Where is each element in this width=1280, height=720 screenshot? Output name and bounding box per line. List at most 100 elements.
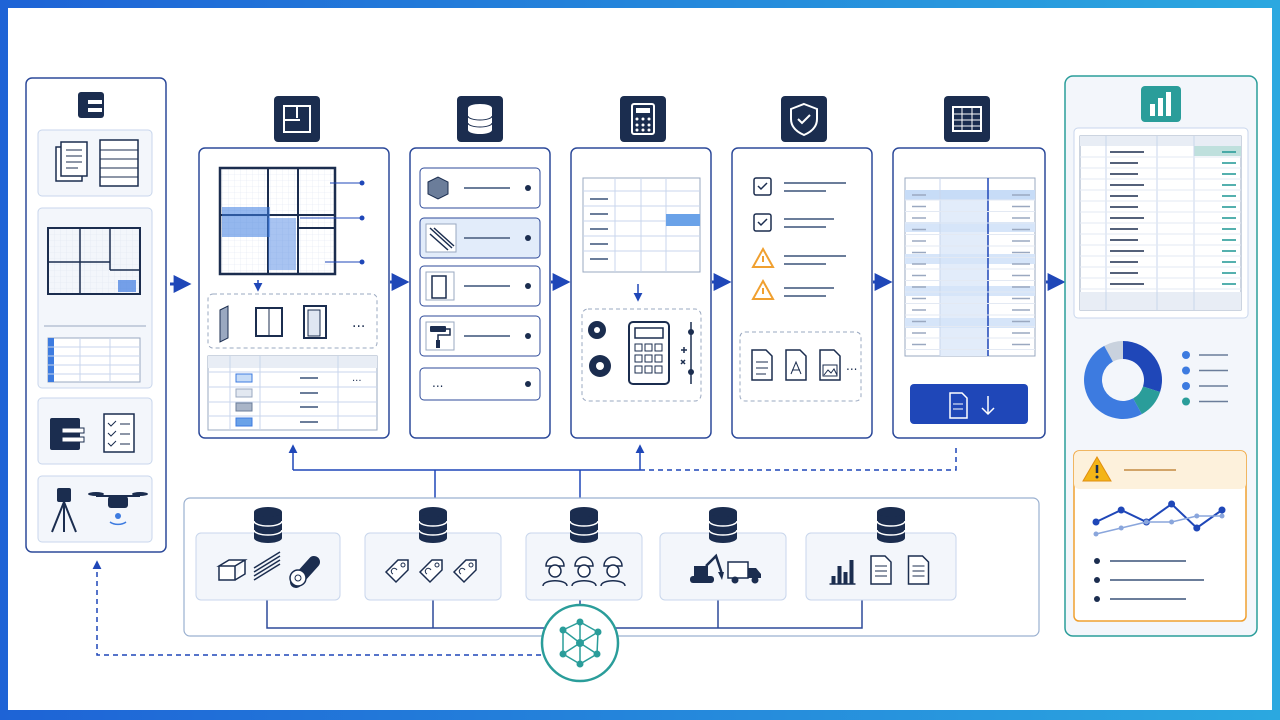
donut-segment bbox=[1133, 386, 1161, 415]
database-icon bbox=[253, 507, 283, 543]
worker-icon bbox=[600, 556, 626, 587]
trend-point bbox=[1093, 531, 1099, 537]
file-cabinet-icon bbox=[78, 92, 104, 118]
stage-validate: ... bbox=[731, 96, 873, 439]
trend-point bbox=[1143, 519, 1149, 525]
trend-series-line bbox=[1095, 515, 1222, 535]
stage-calculate bbox=[570, 96, 712, 439]
donut-segment bbox=[1084, 345, 1142, 419]
document-icon bbox=[751, 349, 773, 381]
door-icon bbox=[425, 271, 455, 301]
paint-roller-icon bbox=[425, 321, 455, 351]
trend-line-chart bbox=[1092, 500, 1226, 537]
cabinet-icon bbox=[50, 418, 85, 450]
resource-card-materials bbox=[195, 507, 341, 601]
schedule-table-icon bbox=[47, 337, 141, 383]
doc-more: ... bbox=[846, 359, 857, 373]
truck-icon bbox=[727, 561, 761, 584]
output-panel bbox=[1064, 75, 1258, 637]
pdf-document-icon bbox=[785, 349, 807, 381]
table-more: ... bbox=[352, 373, 362, 384]
trend-point bbox=[1219, 513, 1225, 519]
input-panel bbox=[25, 77, 167, 553]
database-icon bbox=[418, 507, 448, 543]
database-icon bbox=[708, 507, 738, 543]
trend-point bbox=[1168, 500, 1176, 508]
pipe-roll-icon bbox=[289, 556, 320, 588]
worker-icon bbox=[571, 556, 597, 587]
network-hub-icon[interactable] bbox=[540, 603, 620, 683]
trend-point bbox=[1193, 524, 1201, 532]
checkbox-checked-icon bbox=[753, 213, 772, 232]
database-icon bbox=[457, 96, 503, 142]
trend-series-line bbox=[1095, 502, 1223, 530]
document-download-icon[interactable] bbox=[949, 392, 995, 419]
resource-pool bbox=[183, 497, 1040, 683]
legend-marker bbox=[1182, 397, 1190, 406]
stage-plan: ... ... bbox=[198, 96, 390, 439]
cost-donut-chart bbox=[1084, 341, 1162, 419]
donut-legend bbox=[1182, 351, 1228, 406]
wall-element-icon bbox=[219, 305, 229, 343]
document-icon bbox=[907, 555, 930, 585]
annotated-floor-plan bbox=[218, 166, 365, 292]
cost-summary-table bbox=[1079, 135, 1242, 311]
calculator-icon bbox=[620, 96, 666, 142]
list-more: ... bbox=[432, 376, 443, 390]
document-icon bbox=[870, 555, 892, 585]
bar-chart-icon bbox=[1141, 86, 1181, 122]
donut-segment bbox=[1104, 341, 1123, 362]
checklist-icon bbox=[103, 413, 135, 453]
trend-point bbox=[1092, 518, 1100, 526]
trend-point bbox=[1118, 525, 1124, 531]
math-operators-icon bbox=[680, 322, 694, 384]
resource-card-equipment bbox=[659, 507, 787, 601]
excavator-icon bbox=[690, 553, 724, 583]
shield-check-icon bbox=[781, 96, 827, 142]
flow-arrows bbox=[170, 273, 1066, 293]
drone-icon bbox=[88, 492, 148, 526]
price-tag-icon bbox=[418, 559, 443, 584]
detected-items-more: ... bbox=[352, 315, 365, 331]
feedback-connectors bbox=[92, 444, 957, 656]
brick-icon bbox=[216, 559, 248, 581]
worker-icon bbox=[542, 556, 568, 587]
database-icon bbox=[876, 507, 906, 543]
trend-point bbox=[1169, 519, 1175, 525]
stage-database: ... bbox=[409, 96, 551, 439]
floor-plan-icon bbox=[274, 96, 320, 142]
price-tag-icon bbox=[452, 559, 477, 584]
trend-point bbox=[1218, 506, 1226, 514]
survey-tripod-icon bbox=[51, 488, 77, 533]
bill-of-quantities-table bbox=[904, 177, 1036, 357]
warning-icon bbox=[751, 278, 775, 300]
gears-icon bbox=[588, 321, 611, 377]
documents-icon bbox=[55, 141, 88, 182]
resource-card-tags bbox=[364, 507, 502, 601]
warning-icon bbox=[751, 246, 775, 268]
legend-marker bbox=[1182, 351, 1190, 359]
quantity-table bbox=[582, 177, 701, 273]
database-icon bbox=[569, 507, 599, 543]
element-table: ... bbox=[207, 355, 378, 431]
price-tag-icon bbox=[384, 559, 409, 584]
resource-card-reports bbox=[805, 507, 957, 601]
resource-card-labor bbox=[525, 507, 643, 601]
door-icon bbox=[303, 305, 327, 339]
rebar-icon bbox=[253, 551, 281, 581]
calculator-icon bbox=[628, 321, 670, 385]
legend-marker bbox=[1182, 382, 1190, 390]
legend-marker bbox=[1182, 366, 1190, 375]
image-document-icon bbox=[819, 349, 841, 381]
rebar-icon bbox=[425, 223, 457, 253]
cube-material-icon bbox=[427, 176, 449, 200]
bar-chart-icon bbox=[829, 560, 856, 585]
window-icon bbox=[255, 307, 283, 337]
floor-plan-icon bbox=[47, 227, 141, 295]
stage-schedule bbox=[892, 96, 1046, 439]
list-sheet-icon bbox=[99, 139, 139, 187]
spreadsheet-icon bbox=[944, 96, 990, 142]
trend-point bbox=[1117, 506, 1125, 514]
checkbox-checked-icon bbox=[753, 177, 772, 196]
